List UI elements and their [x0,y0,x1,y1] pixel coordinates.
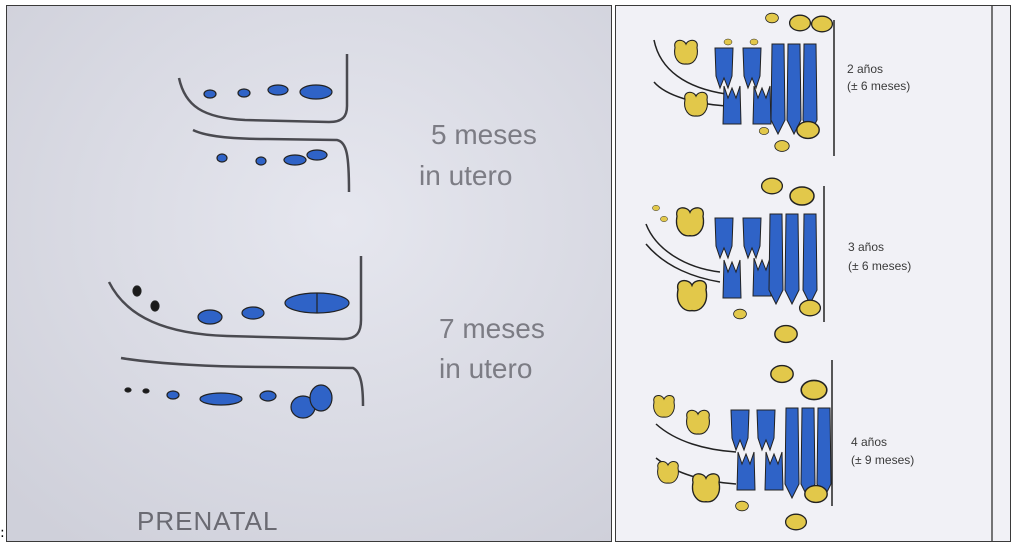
label-2-years-range: (± 6 meses) [847,80,910,94]
postnatal-photo: 2 años (± 6 meses) 3 años (± 6 meses) 4 … [615,5,1011,542]
label-3-years-age: 3 años [848,241,884,255]
label-5-months-line2: in utero [419,160,512,192]
label-7-months-line1: 7 meses [439,313,545,345]
label-7-months-line2: in utero [439,353,532,385]
prenatal-caption: PRENATAL [137,507,278,537]
label-2-years-age: 2 años [847,63,883,77]
prenatal-photo: 5 meses in utero 7 meses in utero PRENAT… [6,5,612,542]
label-4-years-age: 4 años [851,436,887,450]
label-4-years-range: (± 9 meses) [851,454,914,468]
prenatal-drawing [7,6,612,542]
label-3-years-range: (± 6 meses) [848,260,911,274]
postnatal-drawing [616,6,1011,542]
trailing-colon: : [0,526,5,540]
label-5-months-line1: 5 meses [431,119,537,151]
